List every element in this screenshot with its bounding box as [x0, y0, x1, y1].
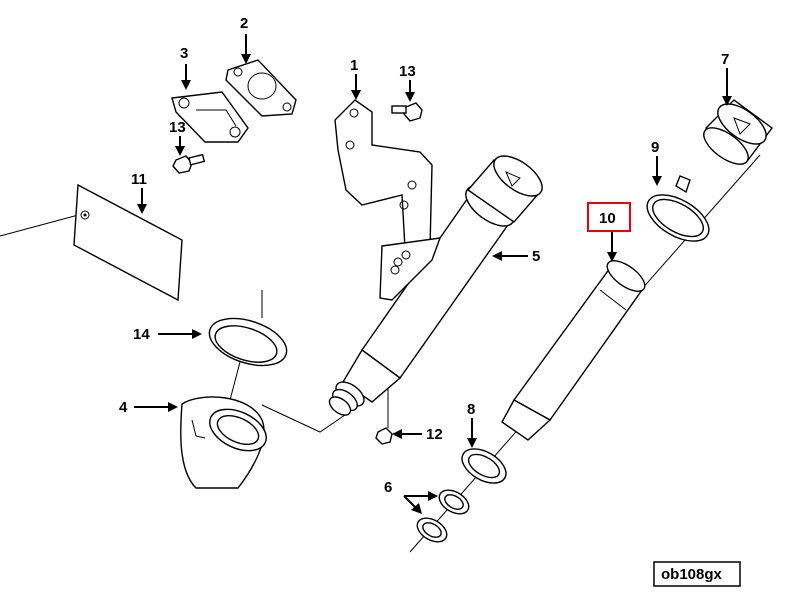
part-4-elbow [180, 396, 267, 489]
callout-3: 3 [180, 45, 188, 62]
part-11-tag-plate [73, 183, 183, 302]
figure-code-box: ob108gx [653, 561, 741, 587]
part-3-plate [171, 91, 249, 143]
callout-11: 11 [131, 171, 147, 188]
highlight-box [587, 202, 631, 232]
callout-13-left: 13 [169, 119, 186, 136]
part-7-cap [703, 99, 773, 165]
callout-7: 7 [721, 51, 729, 68]
tube-fitting-threads [328, 381, 365, 416]
callout-2: 2 [240, 15, 248, 32]
part-12-bolt [375, 427, 393, 445]
callout-9: 9 [651, 139, 659, 156]
callout-labels: 2 3 13 1 13 7 9 11 5 14 4 8 12 6 [119, 15, 729, 496]
figure-code: ob108gx [661, 566, 723, 583]
part-2-gasket [225, 59, 297, 117]
callout-14: 14 [133, 326, 150, 343]
part-6-oring-lower [416, 517, 448, 543]
callout-4: 4 [119, 399, 128, 416]
callout-arrows [134, 34, 732, 514]
part-5-filler-tube [328, 155, 543, 416]
part-9-ring [646, 175, 710, 242]
callout-5: 5 [532, 248, 540, 265]
callout-10: 10 [599, 210, 616, 227]
callout-10-highlight: 10 [587, 202, 631, 232]
part-10-inner-tube [501, 260, 646, 441]
callout-8: 8 [467, 401, 475, 418]
part-8-oring [461, 448, 507, 484]
callout-6: 6 [384, 479, 392, 496]
callout-13-right: 13 [399, 63, 416, 80]
part-6-oring-upper [438, 489, 470, 515]
callout-12: 12 [426, 426, 443, 443]
part-14-seal-ring [208, 317, 288, 367]
part-13-bolt-right [391, 102, 423, 122]
tube-cap [465, 155, 543, 227]
callout-1: 1 [350, 57, 358, 74]
part-1-bracket [334, 99, 433, 249]
part-13-bolt-left [172, 153, 206, 174]
